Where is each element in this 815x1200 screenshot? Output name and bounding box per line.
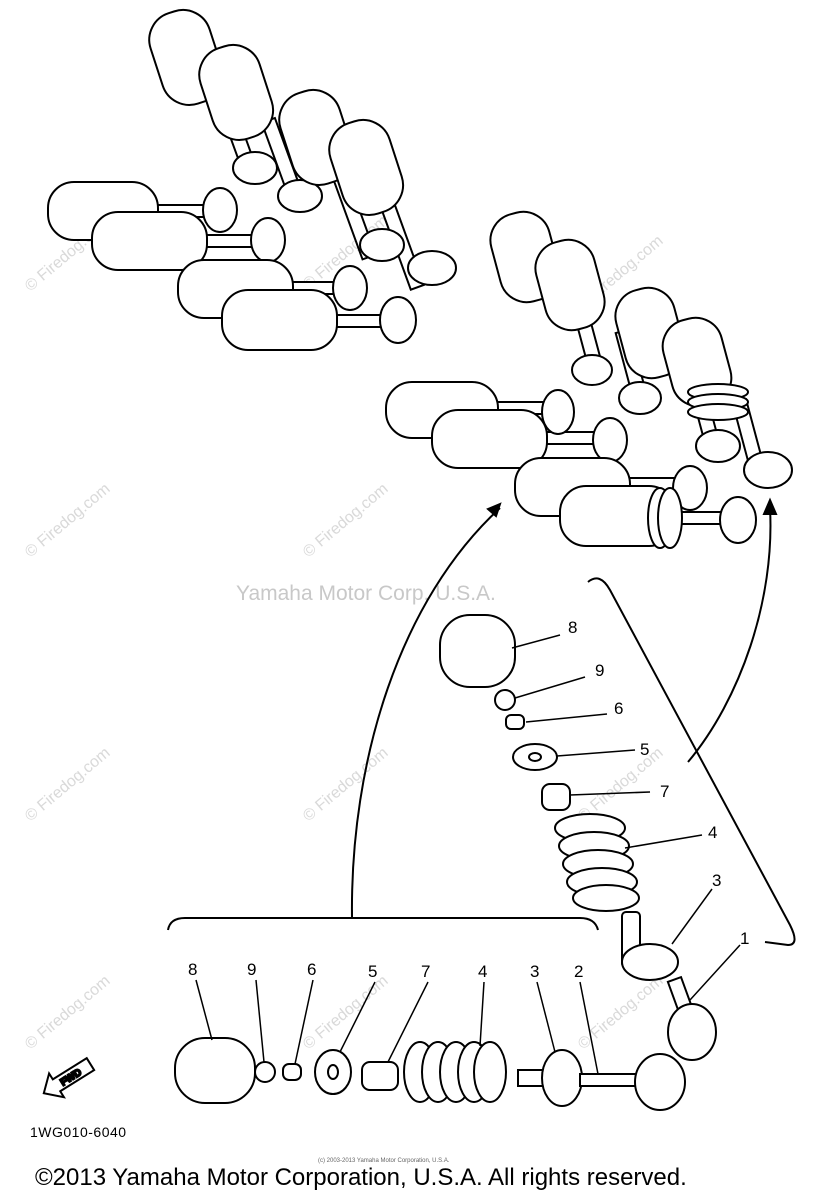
arrow-right-head <box>762 497 778 515</box>
callout-row-7: 7 <box>421 962 430 981</box>
valve-assembly-upper-2 <box>47 181 417 351</box>
row-valve-head <box>634 1053 686 1111</box>
callout-exploded-1: 1 <box>740 929 749 948</box>
exploded-bracket <box>587 577 796 947</box>
callout-row-4: 4 <box>478 962 487 981</box>
row-pad <box>254 1061 276 1083</box>
callout-row-3: 3 <box>530 962 539 981</box>
exploded-seal <box>541 783 571 811</box>
callout-exploded-5: 5 <box>640 740 649 759</box>
callout-row-2: 2 <box>574 962 583 981</box>
arrow-left-head <box>486 502 502 518</box>
callout-row-5: 5 <box>368 962 377 981</box>
tiny-credit: (c) 2003-2013 Yamaha Motor Corporation, … <box>318 1158 450 1164</box>
callouts-row: 8 9 6 5 7 4 3 2 <box>188 960 583 981</box>
exploded-pad <box>494 689 516 711</box>
valve-assembly-upper-3 <box>489 210 793 489</box>
exploded-view <box>439 614 717 1061</box>
exploded-lifter <box>439 614 516 688</box>
callout-exploded-7: 7 <box>660 782 669 801</box>
row-guide-collar <box>541 1049 583 1107</box>
callout-row-8: 8 <box>188 960 197 979</box>
fwd-arrow: FWD <box>42 1056 96 1099</box>
callout-exploded-8: 8 <box>568 618 577 637</box>
callouts-exploded: 8 9 6 5 7 4 3 1 <box>568 618 749 948</box>
callout-exploded-6: 6 <box>614 699 623 718</box>
callout-exploded-4: 4 <box>708 823 717 842</box>
row-keeper <box>282 1063 302 1081</box>
parts-row <box>174 1037 686 1111</box>
valve-assembly-upper-1 <box>148 9 457 291</box>
row-spring <box>403 1041 507 1103</box>
valve-assembly-middle <box>385 381 757 549</box>
copyright-notice: ©2013 Yamaha Motor Corporation, U.S.A. A… <box>35 1164 687 1191</box>
exploded-seat <box>621 943 679 981</box>
row-lifter <box>174 1037 256 1104</box>
callout-row-9: 9 <box>247 960 256 979</box>
arc-left <box>350 507 501 919</box>
part-code: 1WG010-6040 <box>30 1124 127 1140</box>
arc-right <box>687 507 772 763</box>
exploded-keeper <box>505 714 525 730</box>
row-seal <box>361 1061 399 1091</box>
callout-exploded-9: 9 <box>595 661 604 680</box>
exploded-spring <box>554 813 640 912</box>
callout-row-6: 6 <box>307 960 316 979</box>
callout-exploded-3: 3 <box>712 871 721 890</box>
bottom-bracket <box>167 917 599 931</box>
corp-watermark: Yamaha Motor Corp, U.S.A. <box>236 582 496 605</box>
exploded-valve-head <box>667 1003 717 1061</box>
